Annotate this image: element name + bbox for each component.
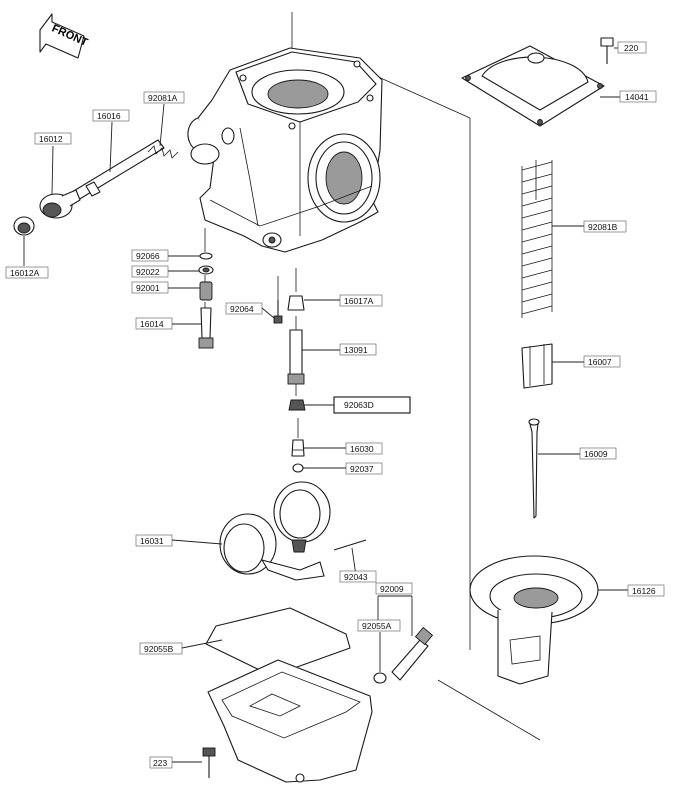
carburetor-body bbox=[187, 47, 383, 253]
svg-text:16014: 16014 bbox=[140, 319, 164, 329]
leader-lines bbox=[23, 47, 628, 763]
part-label-16007: 16007 bbox=[583, 355, 621, 368]
part-label-13091: 13091 bbox=[339, 343, 377, 356]
part-label-92064: 92064 bbox=[225, 302, 263, 315]
svg-text:14041: 14041 bbox=[625, 92, 649, 102]
svg-text:220: 220 bbox=[624, 43, 638, 53]
svg-text:92022: 92022 bbox=[136, 267, 160, 277]
part-label-16014: 16014 bbox=[135, 317, 173, 330]
float-assembly bbox=[219, 481, 367, 581]
svg-text:92081B: 92081B bbox=[588, 222, 618, 232]
svg-text:92055A: 92055A bbox=[362, 621, 392, 631]
svg-text:92063D: 92063D bbox=[344, 400, 374, 410]
part-label-92009: 92009 bbox=[375, 582, 413, 595]
part-label-223: 223 bbox=[149, 756, 173, 769]
svg-text:92001: 92001 bbox=[136, 283, 160, 293]
part-label-16030: 16030 bbox=[345, 442, 383, 455]
svg-text:16126: 16126 bbox=[632, 586, 656, 596]
part-label-92037: 92037 bbox=[345, 462, 383, 475]
part-label-92081a: 92081A bbox=[143, 91, 185, 104]
vacuum-piston-parts bbox=[461, 37, 614, 685]
spring-coils bbox=[521, 160, 553, 318]
part-label-16016: 16016 bbox=[92, 109, 130, 122]
svg-text:92064: 92064 bbox=[230, 304, 254, 314]
svg-text:16009: 16009 bbox=[584, 449, 608, 459]
part-label-220: 220 bbox=[617, 41, 647, 54]
part-label-16126: 16126 bbox=[627, 584, 665, 597]
part-label-92022: 92022 bbox=[131, 265, 169, 278]
svg-text:16007: 16007 bbox=[588, 357, 612, 367]
part-label-92055b: 92055B bbox=[139, 642, 183, 655]
part-label-16031: 16031 bbox=[135, 534, 173, 547]
svg-text:13091: 13091 bbox=[344, 345, 368, 355]
part-labels: 220 14041 92081A 16016 16012 16012A 9208… bbox=[5, 41, 665, 769]
front-arrow: FRONT bbox=[39, 13, 90, 59]
svg-text:16012: 16012 bbox=[39, 134, 63, 144]
svg-text:92066: 92066 bbox=[136, 251, 160, 261]
svg-text:92055B: 92055B bbox=[144, 644, 174, 654]
part-label-92043: 92043 bbox=[339, 570, 377, 583]
svg-text:16017A: 16017A bbox=[344, 296, 374, 306]
svg-text:223: 223 bbox=[153, 758, 167, 768]
svg-text:92009: 92009 bbox=[380, 584, 404, 594]
jet-parts bbox=[198, 252, 306, 473]
part-label-16012a: 16012A bbox=[5, 266, 49, 279]
svg-text:92037: 92037 bbox=[350, 464, 374, 474]
part-label-92055a: 92055A bbox=[357, 619, 401, 632]
part-label-16017a: 16017A bbox=[339, 294, 383, 307]
part-label-92063d: 92063D bbox=[333, 396, 411, 414]
part-label-14041: 14041 bbox=[619, 90, 657, 103]
svg-text:92081A: 92081A bbox=[148, 93, 178, 103]
part-label-16009: 16009 bbox=[579, 447, 617, 460]
left-parts bbox=[13, 139, 179, 236]
float-bowl bbox=[202, 607, 434, 783]
svg-text:16030: 16030 bbox=[350, 444, 374, 454]
svg-text:16031: 16031 bbox=[140, 536, 164, 546]
svg-text:16016: 16016 bbox=[97, 111, 121, 121]
part-label-92001: 92001 bbox=[131, 281, 169, 294]
part-label-16012: 16012 bbox=[34, 132, 72, 145]
part-label-92081b: 92081B bbox=[583, 220, 627, 233]
svg-text:92043: 92043 bbox=[344, 572, 368, 582]
svg-text:16012A: 16012A bbox=[10, 268, 40, 278]
part-label-92066: 92066 bbox=[131, 249, 169, 262]
